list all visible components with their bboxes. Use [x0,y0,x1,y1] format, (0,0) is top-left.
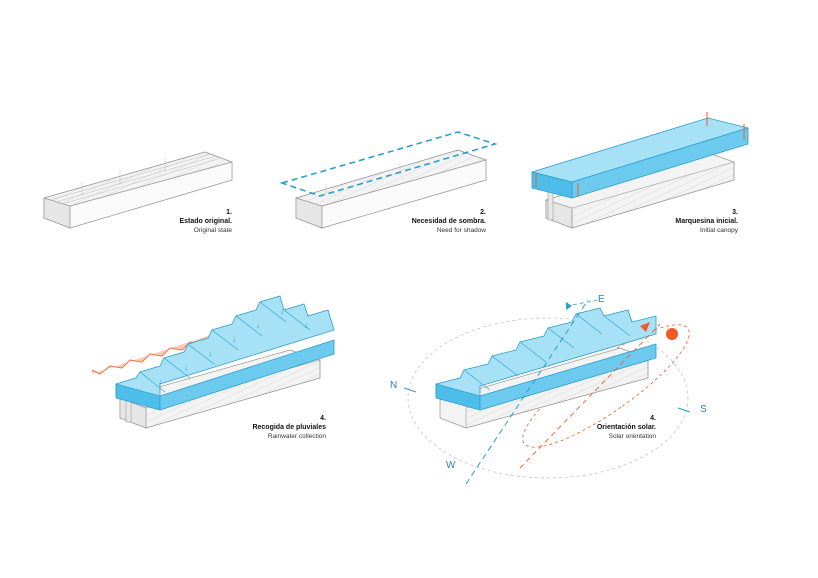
caption-step-3: 3. Marquesina inicial. Initial canopy [675,208,738,235]
svg-text:↓: ↓ [232,335,236,344]
caption-step-1: 1. Estado original. Original state [179,208,232,235]
svg-text:↓: ↓ [304,321,308,330]
grandstand-shadow-need [279,131,498,229]
step-title-en: Solar orientation [608,433,656,440]
step-number: 3. [732,209,738,216]
caption-step-5: 4. Orientación solar. Solar orientation [597,414,656,441]
grandstand-rainwater: ↓ ↓ ↓ ↓ ↓ ↓ ↓ [91,295,335,429]
step-title-en: Need for shadow [436,227,486,234]
step-number: 1. [226,209,232,216]
caption-step-4: 4. Recogida de pluviales Rainwater colle… [252,414,326,441]
step-title-es: Necesidad de sombra. [411,218,486,225]
step-title-es: Orientación solar. [596,424,656,431]
caption-step-2: 2. Necesidad de sombra. Need for shadow [412,208,486,235]
svg-text:↓: ↓ [208,349,212,358]
step-title-en: Original state [193,227,232,234]
step-title-es: Estado original. [179,218,232,225]
compass-south-label: S [700,404,707,415]
step-number: 4. [650,415,656,422]
compass-west-label: W [446,460,456,471]
step-title-en: Initial canopy [700,227,738,234]
step-number: 4. [320,415,326,422]
grandstand-original [42,151,233,229]
svg-text:↓: ↓ [184,363,188,372]
compass-north-label: N [390,380,398,391]
step-title-es: Marquesina inicial. [675,218,738,225]
svg-text:↓: ↓ [256,321,260,330]
step-title-es: Recogida de pluviales [252,424,326,431]
step-number: 2. [480,209,486,216]
svg-text:↓: ↓ [158,377,162,386]
grandstand-initial-canopy [530,112,750,229]
grandstand-solar [403,299,691,485]
step-title-en: Rainwater collection [267,433,326,440]
svg-text:↓: ↓ [280,307,284,316]
sun-icon [666,328,678,340]
compass-east-label: E [598,294,605,305]
